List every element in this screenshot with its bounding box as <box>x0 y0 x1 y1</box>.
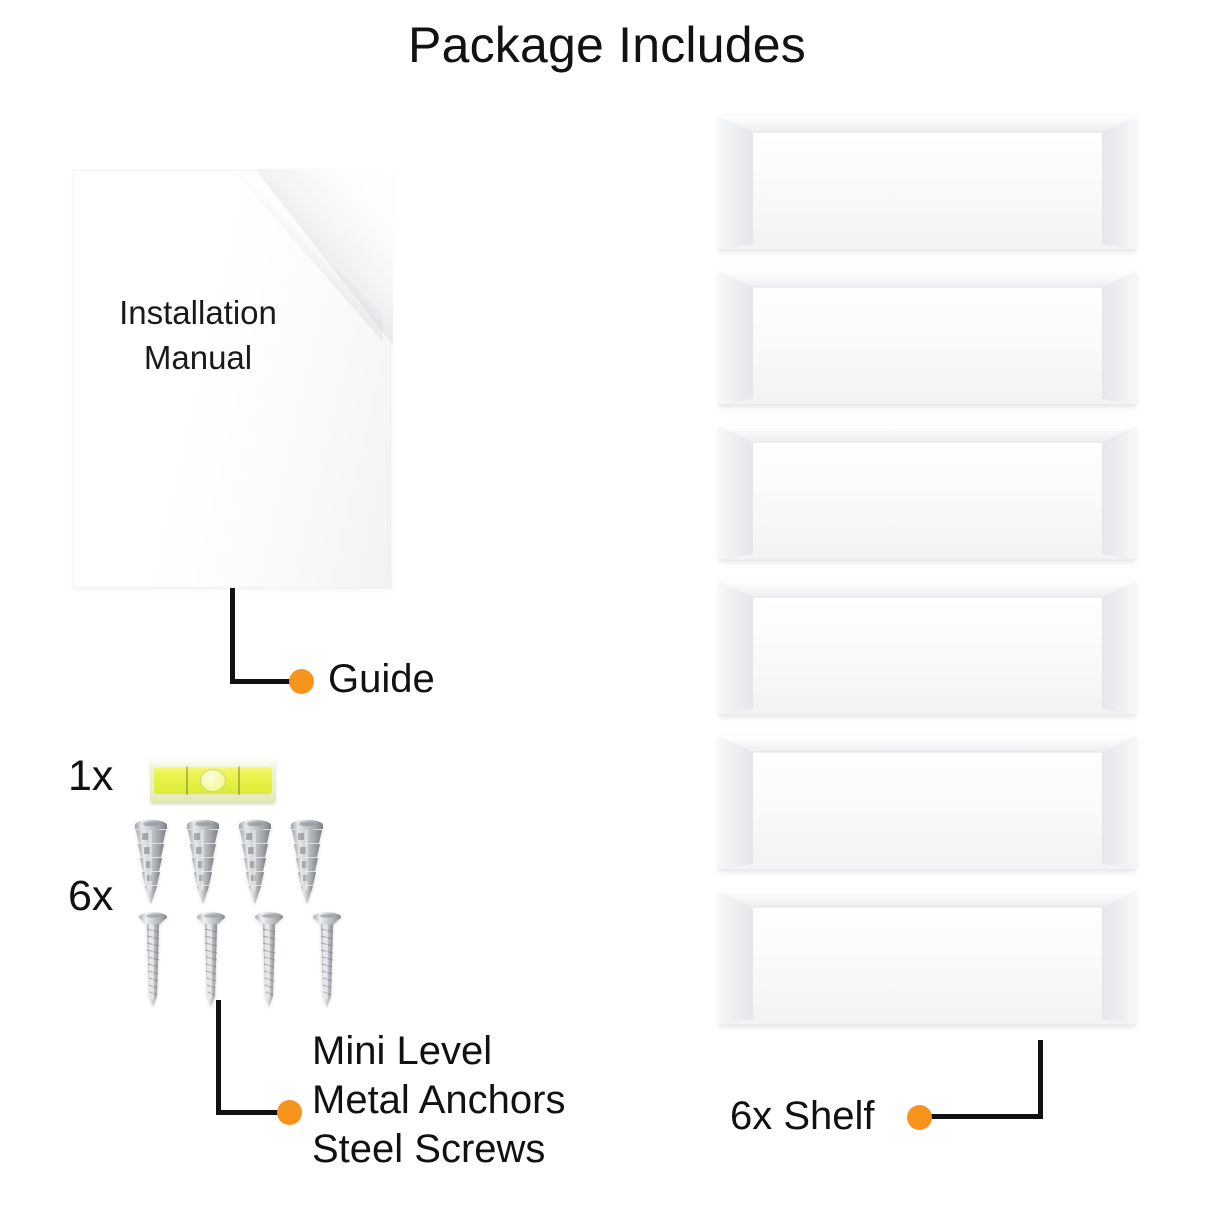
fastener-grid <box>130 812 362 1012</box>
callout-parts-line-3: Steel Screws <box>312 1127 546 1171</box>
mini-level-bubble <box>200 769 226 792</box>
shelf-leader-horizontal <box>925 1114 1043 1119</box>
mini-level-gloss <box>150 758 276 769</box>
shelf-unit <box>719 426 1136 561</box>
shelf-leader-vertical <box>1038 1040 1043 1119</box>
parts-leader-dot <box>277 1100 302 1125</box>
mini-level-row: 1x <box>68 748 368 810</box>
fastener-group: 6x <box>68 812 368 1012</box>
metal-anchor-icon <box>291 820 323 904</box>
shelf-unit <box>719 116 1136 251</box>
fastener-quantity: 6x <box>68 872 114 920</box>
steel-screw-icon <box>139 912 167 1007</box>
metal-anchor-icon <box>135 820 167 904</box>
metal-anchor-icon <box>187 820 219 904</box>
mini-level-mark-left <box>186 766 188 795</box>
callout-shelf-label: 6x Shelf <box>730 1094 875 1138</box>
guide-leader-vertical <box>230 588 235 684</box>
mini-level-icon <box>150 758 276 804</box>
manual-paper-sheet: Installation Manual <box>73 169 393 588</box>
steel-screw-icon <box>255 912 283 1007</box>
callout-parts-line-1: Mini Level <box>312 1029 493 1073</box>
steel-screw-icon <box>313 912 341 1007</box>
callout-guide-label: Guide <box>328 657 435 701</box>
guide-leader-dot <box>289 669 314 694</box>
shelf-leader-dot <box>907 1105 932 1130</box>
mini-level-mark-right <box>238 766 240 795</box>
callout-parts-line-2: Metal Anchors <box>312 1078 566 1122</box>
parts-leader-vertical <box>216 1000 221 1115</box>
steel-screw-icon <box>197 912 225 1007</box>
shelf-unit <box>719 736 1136 871</box>
page-title: Package Includes <box>408 17 806 73</box>
manual-cover-title: Installation Manual <box>73 290 323 380</box>
guide-leader-horizontal <box>230 679 298 684</box>
manual-title-line-1: Installation <box>119 294 277 331</box>
installation-manual-illustration: Installation Manual <box>73 169 393 590</box>
metal-anchor-icon <box>239 820 271 904</box>
shelf-unit <box>719 271 1136 406</box>
callout-parts-labels: Mini Level Metal Anchors Steel Screws <box>312 1027 565 1174</box>
shelf-stack <box>715 110 1140 1040</box>
shelf-unit <box>719 581 1136 716</box>
shelf-unit <box>719 891 1136 1026</box>
manual-title-line-2: Manual <box>143 339 253 376</box>
parts-leader-horizontal <box>216 1110 284 1115</box>
mini-level-quantity: 1x <box>68 752 114 800</box>
